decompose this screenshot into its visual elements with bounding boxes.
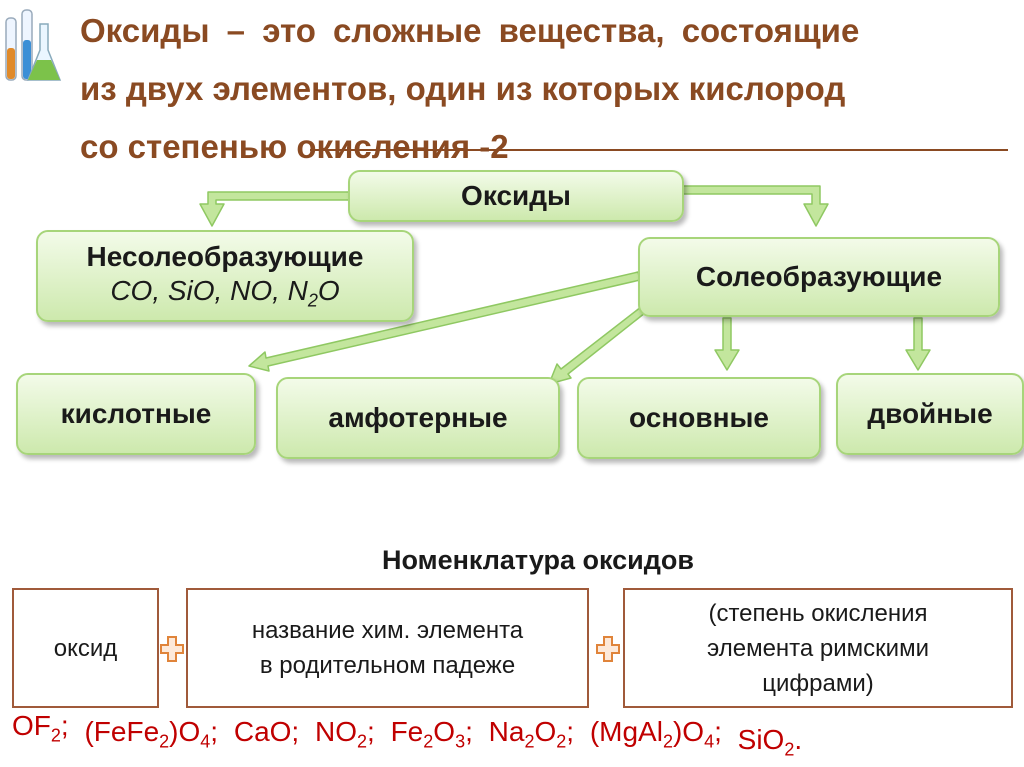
- nomenclature-part-oxide-text: оксид: [53, 634, 118, 662]
- nomenclature-part-oxidation-line-3: цифрами): [762, 669, 874, 697]
- oxides-label: Оксиды: [461, 180, 571, 211]
- title-line-1: Оксиды – это сложные вещества, состоящие: [80, 12, 860, 49]
- nomenclature-part-oxidation-line-2: элемента римскими: [707, 634, 929, 662]
- oxides-box: Оксиды: [348, 170, 684, 222]
- salt-forming-box: Солеобразующие: [638, 237, 1000, 317]
- non-salt-forming-examples: CO, SiO, NO, N2O: [110, 275, 339, 312]
- formula-fefe2o4: (FeFe2)O4;: [84, 716, 219, 752]
- examples-subscript: 2: [307, 290, 318, 311]
- lab-flask-icon: [5, 9, 62, 81]
- arrow-to-amfoternye: [548, 299, 656, 385]
- arrow-to-dvoynye: [905, 317, 931, 371]
- examples-text-end: O: [317, 274, 340, 306]
- title-underline: [310, 149, 1008, 151]
- arrow-to-kislotnye: [248, 271, 641, 372]
- arrow-to-non-salt: [199, 191, 351, 227]
- nomenclature-part-oxide: оксид: [12, 588, 159, 708]
- type-label-basic: основные: [629, 402, 769, 433]
- title-line-3: со степенью окисления -2: [80, 128, 509, 165]
- non-salt-forming-label: Несолеобразующие: [86, 240, 364, 272]
- examples-text: CO, SiO, NO, N: [110, 274, 308, 306]
- title-line-2: из двух элементов, один из которых кисло…: [80, 70, 846, 107]
- nomenclature-part-element: название хим. элемента в родительном пад…: [186, 588, 589, 708]
- plus-icon: [596, 636, 620, 662]
- slide-title: Оксиды – это сложные вещества, состоящие…: [80, 2, 1010, 176]
- nomenclature-title: Номенклатура оксидов: [381, 545, 694, 575]
- nomenclature-part-oxidation-line-1: (степень окисления: [708, 599, 928, 627]
- plus-icon: [160, 636, 184, 662]
- arrow-to-osnovnye: [714, 317, 740, 371]
- type-box-basic: основные: [577, 377, 821, 459]
- type-box-acidic: кислотные: [16, 373, 256, 455]
- nomenclature-part-element-line-1: название хим. элемента: [251, 617, 524, 644]
- formula-na2o2: Na2O2;: [488, 716, 575, 752]
- formula-mgal2o4: (MgAl2)O4;: [589, 716, 722, 752]
- type-box-double: двойные: [836, 373, 1024, 455]
- type-box-amphoteric: амфотерные: [276, 377, 560, 459]
- formula-no2: NO2;: [315, 716, 375, 752]
- type-label-acidic: кислотные: [60, 398, 212, 429]
- type-label-double: двойные: [867, 398, 993, 429]
- non-salt-forming-box: Несолеобразующие CO, SiO, NO, N2O: [36, 230, 414, 322]
- formula-examples: OF2; (FeFe2)O4; CaO; NO2; Fe2O3; Na2O2; …: [12, 710, 1012, 760]
- formula-of2: OF2;: [12, 710, 69, 746]
- nomenclature-part-element-line-2: в родительном падеже: [259, 652, 516, 679]
- nomenclature-part-oxidation: (степень окисления элемента римскими циф…: [623, 588, 1013, 708]
- salt-forming-label: Солеобразующие: [695, 261, 943, 292]
- formula-sio2: SiO2.: [737, 724, 803, 760]
- arrow-to-salt: [681, 185, 829, 227]
- type-label-amphoteric: амфотерные: [328, 402, 508, 433]
- formula-cao: CaO;: [233, 716, 300, 747]
- formula-fe2o3: Fe2O3;: [390, 716, 473, 752]
